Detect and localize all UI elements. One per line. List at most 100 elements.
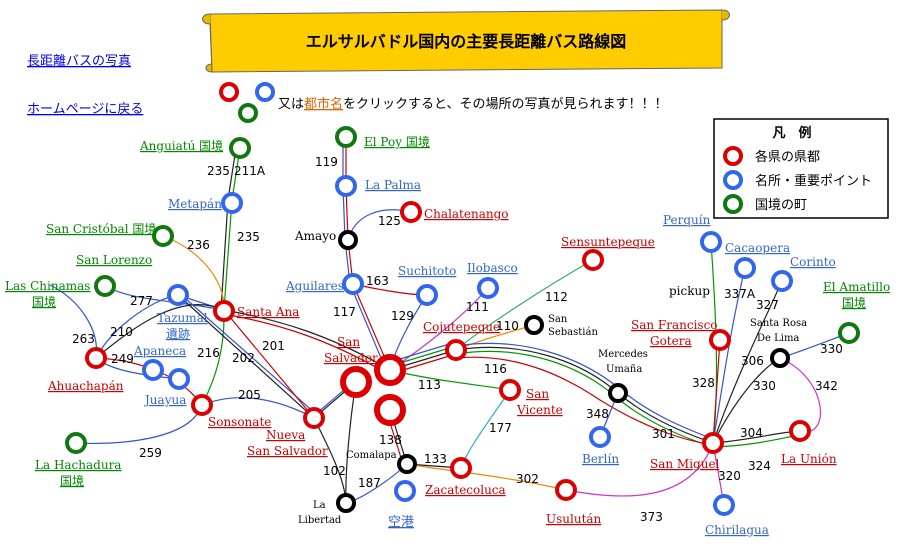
- place-sanvicente-2[interactable]: Vicente: [516, 403, 563, 417]
- place-ahuachapan[interactable]: Ahuachapán: [47, 379, 124, 393]
- route-number: 125: [378, 214, 401, 228]
- place-mercedes: Mercedes: [598, 349, 648, 360]
- place-santaana[interactable]: Santa Ana: [237, 305, 299, 319]
- route-number: 327: [756, 298, 779, 312]
- nuevass-marker: [303, 407, 325, 429]
- place-usulutan[interactable]: Usulután: [546, 512, 602, 526]
- place-nuevass-2[interactable]: San Salvador: [247, 444, 328, 458]
- decor-circles: [219, 82, 275, 123]
- place-mercedes-2: Umaña: [606, 364, 642, 375]
- place-sanmiguel[interactable]: San Miguel: [650, 457, 720, 471]
- place-sancristobal[interactable]: San Cristóbal 国境: [46, 221, 156, 236]
- place-santarosa-2: De Lima: [757, 333, 799, 344]
- place-aguilares[interactable]: Aguilares: [285, 279, 344, 293]
- place-sansalvador-2[interactable]: Salvador: [324, 351, 378, 365]
- place-zacatecoluca[interactable]: Zacatecoluca: [425, 483, 506, 497]
- place-anguiatu[interactable]: Anguiatú 国境: [139, 138, 223, 153]
- place-corinto[interactable]: Corinto: [790, 255, 836, 269]
- ilobasco-marker: [477, 277, 499, 299]
- place-sanvicente[interactable]: San: [526, 387, 549, 401]
- capital-legend-icon: [723, 146, 743, 166]
- route-number: 328: [692, 376, 715, 390]
- route-number: 210: [110, 325, 133, 339]
- route-number: 205: [238, 388, 261, 402]
- place-laschinamas[interactable]: Las Chinamas: [5, 279, 90, 293]
- place-perquin[interactable]: Perquín: [663, 213, 711, 227]
- place-lahachadura[interactable]: La Hachadura: [35, 458, 121, 472]
- legend-item-border: 国境の町: [755, 198, 807, 213]
- route-number: 306: [741, 354, 764, 368]
- border-legend-icon: [723, 194, 743, 214]
- place-sonsonate[interactable]: Sonsonate: [208, 415, 271, 429]
- place-elamatillo[interactable]: El Amatillo: [823, 280, 890, 294]
- anguiatu-marker: [229, 137, 251, 159]
- place-sanlorenzo[interactable]: San Lorenzo: [76, 253, 152, 267]
- place-tazumal-ruins[interactable]: 遺跡: [166, 326, 190, 341]
- place-sanfrancisco[interactable]: San Francisco: [631, 318, 718, 332]
- route-number: 113: [418, 378, 441, 392]
- route-number: 216: [197, 346, 220, 360]
- place-apaneca[interactable]: Apaneca: [133, 344, 186, 358]
- instruction-suffix: をクリックすると、その場所の写真が見られます！！！: [343, 97, 667, 112]
- legend-item-capital: 各県の県都: [755, 149, 820, 165]
- route-number: 373: [640, 510, 663, 524]
- bus-photos-link[interactable]: 長距離バスの写真: [27, 54, 131, 69]
- route-number: 348: [586, 407, 609, 421]
- route-number: 111: [466, 300, 489, 314]
- route-number: 110: [496, 319, 519, 333]
- route-number: 342: [815, 379, 838, 393]
- chirilagua-marker: [713, 494, 735, 516]
- route-number: 235: [237, 230, 260, 244]
- route-number: 102: [323, 464, 346, 478]
- place-berlin[interactable]: Berlín: [582, 452, 619, 466]
- sanmiguel-marker: [702, 432, 724, 454]
- place-lahachadura-border[interactable]: 国境: [60, 473, 84, 488]
- sensuntepeque-marker: [582, 249, 604, 271]
- apaneca-marker: [142, 359, 164, 381]
- place-suchitoto[interactable]: Suchitoto: [398, 264, 456, 278]
- place-nuevass[interactable]: Nueva: [266, 428, 305, 442]
- place-aeropuerto[interactable]: 空港: [388, 515, 414, 530]
- place-tazumal[interactable]: Tazumal: [157, 311, 208, 325]
- berlin-marker: [589, 426, 611, 448]
- route-number: 163: [366, 274, 389, 288]
- santarosa-marker: [770, 348, 790, 368]
- place-sensuntepeque[interactable]: Sensuntepeque: [561, 235, 655, 249]
- place-ilobasco[interactable]: Ilobasco: [467, 261, 518, 275]
- aguilares-marker: [342, 273, 364, 295]
- place-pickup: pickup: [669, 284, 710, 298]
- elamatillo-marker: [838, 322, 860, 344]
- place-cacaopera[interactable]: Cacaopera: [725, 241, 790, 255]
- route-number: 202: [232, 351, 255, 365]
- amayo-marker: [338, 230, 358, 250]
- route-number: 236: [187, 238, 210, 252]
- place-elamatillo-border[interactable]: 国境: [842, 295, 866, 310]
- place-metapan[interactable]: Metapán: [168, 197, 222, 211]
- route-number: 324: [748, 459, 771, 473]
- title-banner: エルサルバドル国内の主要長距離バス路線図: [202, 9, 730, 73]
- place-launion[interactable]: La Unión: [781, 452, 837, 466]
- place-lapalma[interactable]: La Palma: [365, 178, 421, 192]
- place-sanfrancisco-2[interactable]: Gotera: [650, 334, 692, 348]
- route-number: 320: [718, 469, 741, 483]
- route-number: 263: [72, 332, 95, 346]
- place-chirilagua[interactable]: Chirilagua: [705, 523, 769, 537]
- place-laschinamas-border[interactable]: 国境: [32, 294, 56, 309]
- legend-item-landmark: 名所・重要ポイント: [755, 173, 872, 189]
- santaana-marker: [213, 300, 235, 322]
- place-sansebastian: San: [548, 314, 568, 325]
- place-chalatenango[interactable]: Chalatenango: [424, 207, 509, 221]
- place-juayua[interactable]: Juayua: [143, 393, 186, 407]
- city-name-link[interactable]: 都市名: [304, 96, 343, 112]
- route-number: 304: [740, 426, 763, 440]
- place-elpoy[interactable]: El Poy 国境: [364, 134, 430, 149]
- route-number: 330: [820, 342, 843, 356]
- place-cojutepeque[interactable]: Cojutepeque: [423, 320, 500, 334]
- place-sansalvador[interactable]: San: [337, 335, 360, 349]
- legend: 凡 例 各県の県都 名所・重要ポイント 国境の町: [713, 118, 889, 219]
- route-number: 187: [358, 476, 381, 490]
- tazumal-marker: [167, 284, 189, 306]
- home-link[interactable]: ホームページに戻る: [27, 102, 143, 117]
- route-number: 259: [139, 446, 162, 460]
